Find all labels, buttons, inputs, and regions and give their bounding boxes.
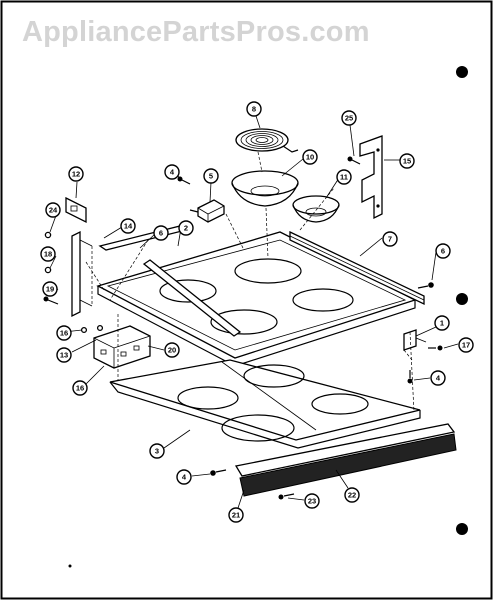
binder-hole-top <box>456 66 468 78</box>
part-bracket-small-right <box>403 329 427 351</box>
svg-text:14: 14 <box>124 222 133 231</box>
leader-lines <box>49 115 459 509</box>
svg-text:10: 10 <box>306 153 314 162</box>
callout-15: 15 <box>399 153 415 169</box>
svg-text:4: 4 <box>170 168 175 177</box>
callout-3: 3 <box>149 443 165 459</box>
callout-24: 24 <box>45 202 61 218</box>
svg-text:2: 2 <box>184 224 188 233</box>
callout-17: 17 <box>458 337 474 353</box>
callout-19: 19 <box>42 281 58 297</box>
callout-14: 14 <box>120 218 136 234</box>
svg-text:22: 22 <box>348 491 356 500</box>
binder-hole-middle <box>456 293 468 305</box>
callout-2: 2 <box>178 220 194 236</box>
part-terminal-block <box>189 199 225 223</box>
svg-text:16: 16 <box>76 384 84 393</box>
svg-text:8: 8 <box>252 105 256 114</box>
callout-1: 1 <box>434 315 450 331</box>
svg-text:5: 5 <box>209 172 213 181</box>
callout-16-upper: 16 <box>56 325 72 341</box>
callout-20: 20 <box>164 342 180 358</box>
callout-4-right: 4 <box>430 370 446 386</box>
watermark-text: AppliancePartsPros.com <box>22 16 370 48</box>
callout-16-lower: 16 <box>72 380 88 396</box>
svg-text:13: 13 <box>60 351 68 360</box>
part-bottom-pan <box>109 359 421 449</box>
svg-text:11: 11 <box>340 173 348 182</box>
part-drip-bowl-small <box>292 195 340 223</box>
svg-text:7: 7 <box>388 235 392 244</box>
part-trim-strip-right <box>289 230 425 306</box>
svg-text:24: 24 <box>49 206 58 215</box>
part-side-bracket-right <box>359 135 383 220</box>
callout-18: 18 <box>40 246 56 262</box>
svg-text:25: 25 <box>345 114 353 123</box>
callout-4-bottom: 4 <box>176 469 192 485</box>
part-side-bracket-left <box>71 230 93 318</box>
svg-text:6: 6 <box>159 229 163 238</box>
svg-text:12: 12 <box>72 170 80 179</box>
callout-25: 25 <box>341 110 357 126</box>
svg-text:21: 21 <box>232 511 240 520</box>
stray-mark <box>68 564 72 568</box>
part-control-module <box>93 325 151 369</box>
svg-text:4: 4 <box>436 374 441 383</box>
screws <box>43 156 443 500</box>
callout-12: 12 <box>68 166 84 182</box>
callout-11: 11 <box>336 169 352 185</box>
svg-text:19: 19 <box>46 285 54 294</box>
svg-text:16: 16 <box>60 329 68 338</box>
part-bracket-upper-left <box>65 196 87 224</box>
svg-text:4: 4 <box>182 473 187 482</box>
part-surface-coil-element <box>235 128 299 153</box>
callout-21: 21 <box>228 507 244 523</box>
binder-hole-bottom <box>456 523 468 535</box>
svg-text:15: 15 <box>403 157 411 166</box>
callout-6-left: 6 <box>153 225 169 241</box>
callout-markers: 8 25 15 10 4 5 11 12 24 14 6 2 7 6 18 19… <box>40 101 474 523</box>
svg-text:20: 20 <box>168 346 176 355</box>
part-drip-bowl-large <box>231 170 299 207</box>
callout-7: 7 <box>382 231 398 247</box>
svg-text:1: 1 <box>440 319 444 328</box>
callout-10: 10 <box>302 149 318 165</box>
svg-text:6: 6 <box>441 247 445 256</box>
callout-5: 5 <box>203 168 219 184</box>
callout-8: 8 <box>246 101 262 117</box>
svg-text:17: 17 <box>462 341 470 350</box>
svg-text:18: 18 <box>44 250 52 259</box>
callout-6-right: 6 <box>435 243 451 259</box>
callout-23: 23 <box>304 493 320 509</box>
callout-13: 13 <box>56 347 72 363</box>
part-front-trim <box>234 423 457 497</box>
callout-22: 22 <box>344 487 360 503</box>
svg-text:23: 23 <box>308 497 316 506</box>
callout-4-top: 4 <box>164 164 180 180</box>
svg-text:3: 3 <box>155 447 159 456</box>
